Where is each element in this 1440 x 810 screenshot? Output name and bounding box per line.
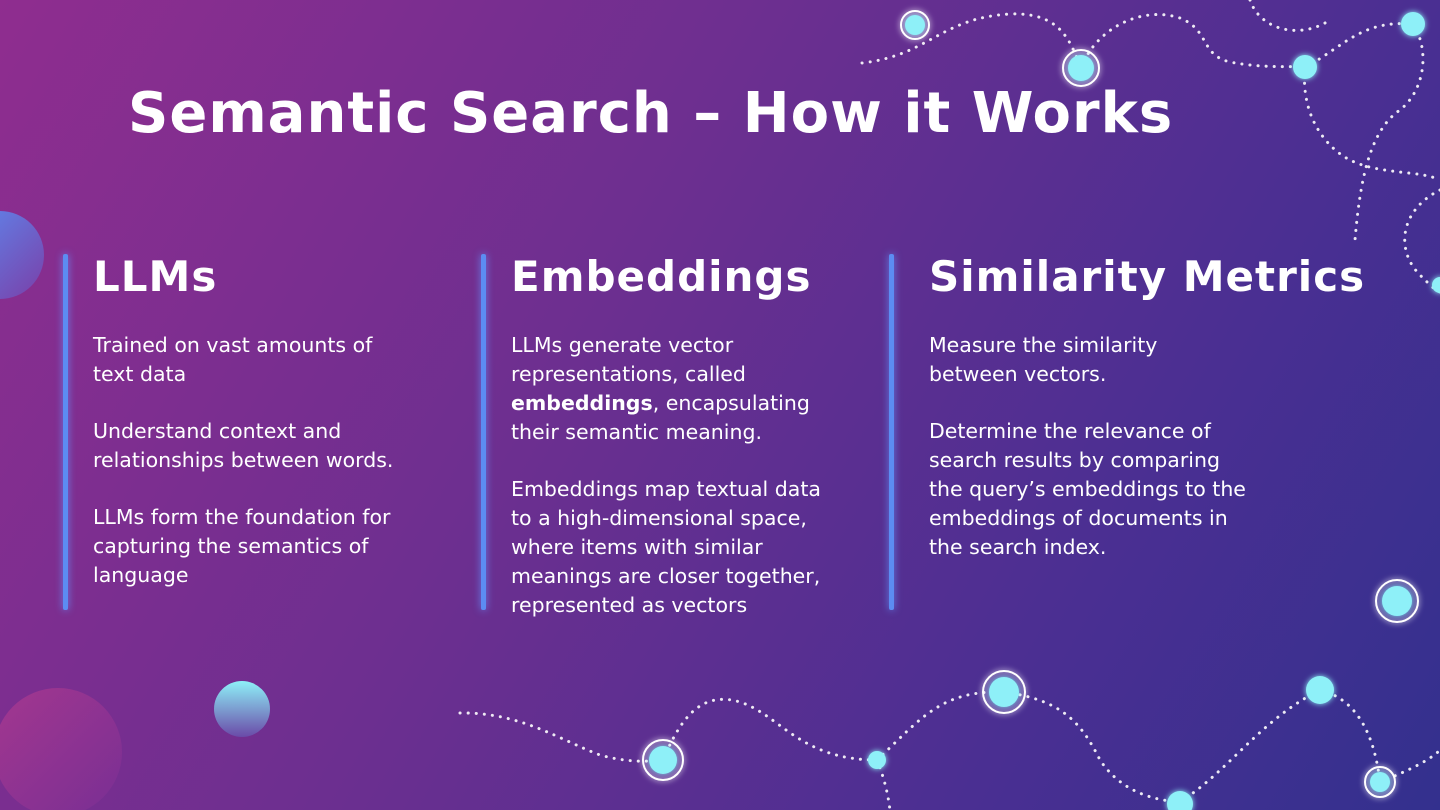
column-heading-llms: LLMs <box>93 252 218 301</box>
dotted-network-bottom <box>458 688 1440 810</box>
column-heading-similarity-metrics: Similarity Metrics <box>929 252 1366 301</box>
accent-bar <box>889 254 894 610</box>
accent-bar <box>481 254 486 610</box>
embeddings-paragraph-1-tail: , encapsulating their semantic meaning. <box>511 391 810 444</box>
small-teal-sphere <box>214 681 270 737</box>
similarity-paragraph-2: Determine the relevance of search result… <box>929 419 1246 559</box>
llms-paragraph-3: LLMs form the foundation for capturing t… <box>93 505 391 587</box>
left-blue-sphere <box>0 211 44 299</box>
embeddings-paragraph-1: LLMs generate vector representations, ca… <box>511 331 831 447</box>
bottom-left-pink-sphere <box>0 688 122 810</box>
llms-paragraph-1: Trained on vast amounts of text data <box>93 333 373 386</box>
slide-title: Semantic Search – How it Works <box>128 81 1174 146</box>
accent-bar <box>63 254 68 610</box>
embeddings-paragraph-2: Embeddings map textual data to a high-di… <box>511 477 821 617</box>
column-heading-embeddings: Embeddings <box>511 252 812 301</box>
llms-paragraph-2: Understand context and relationships bet… <box>93 419 394 472</box>
network-nodes <box>642 10 1440 810</box>
embeddings-term-bold: embeddings <box>511 391 653 415</box>
dotted-network-top <box>860 0 1440 294</box>
embeddings-paragraph-1-lead: LLMs generate vector representations, ca… <box>511 333 746 386</box>
similarity-paragraph-1: Measure the similarity between vectors. <box>929 333 1158 386</box>
